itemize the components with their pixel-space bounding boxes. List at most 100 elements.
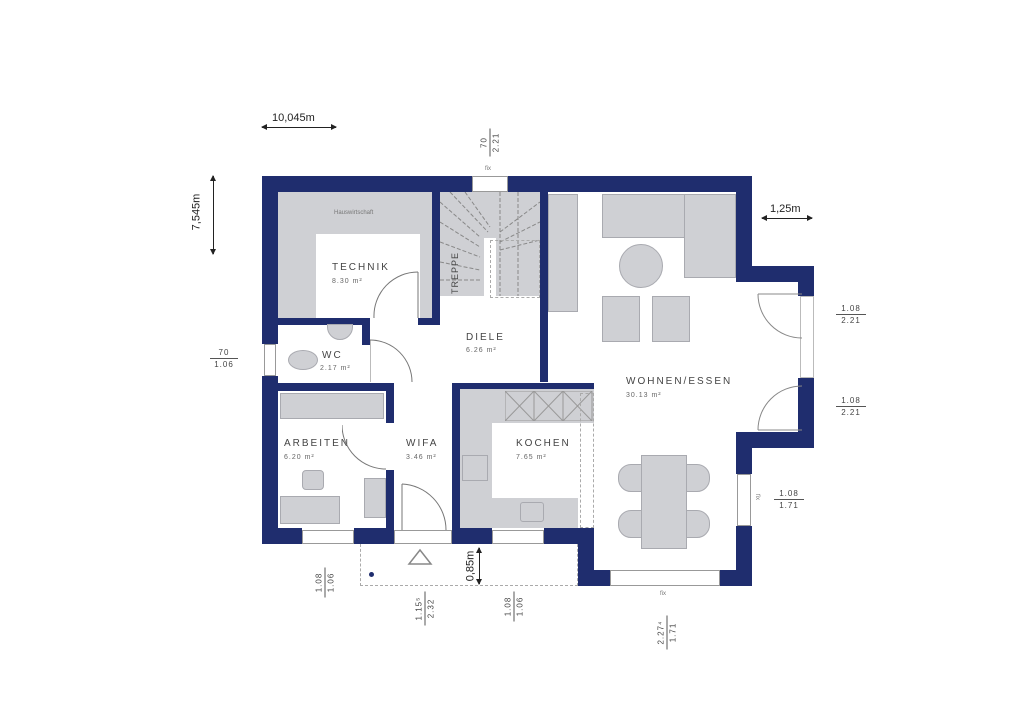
kitchen-island-outline (580, 393, 594, 528)
sink-icon (327, 324, 353, 340)
diele-stair-outline (490, 240, 540, 298)
wall-bottom-essen-left (578, 570, 610, 586)
room-area-wohnen-essen: 30.13 m² (626, 392, 662, 399)
wall-bottom-essen-right (720, 570, 752, 586)
desk (280, 496, 340, 524)
depth-dimension-arrow (210, 175, 216, 255)
wall-left-lower (262, 376, 278, 544)
dining-table (641, 455, 687, 549)
step-dimension-arrow (476, 547, 482, 585)
window-arbeiten-bottom[interactable] (302, 530, 354, 544)
entrance-porch-outline (360, 544, 578, 586)
door-swing-icon (373, 271, 419, 319)
wall-right-top (736, 176, 752, 276)
room-label-wohnen-essen: WOHNEN/ESSEN (626, 376, 733, 387)
dining-chair (684, 510, 710, 538)
depth-dimension-label: 7,545m (190, 193, 203, 231)
entrance-triangle-icon (407, 548, 433, 565)
shelf-unit (280, 393, 384, 419)
stove-icon (462, 455, 488, 481)
window-note-top-stair: fix (485, 166, 491, 172)
wall-bay-corner-top (798, 266, 814, 296)
room-area-wc: 2.17 m² (320, 365, 351, 372)
width-dimension-label: 10,045m (272, 112, 315, 124)
window-kochen-bottom[interactable] (492, 530, 544, 544)
light-fixture-icon (369, 572, 374, 577)
wall-top-left (262, 176, 472, 192)
window-note-right-lower: fix (754, 494, 760, 500)
wall-bay-top (736, 266, 814, 282)
wall-stair-right (540, 192, 548, 382)
wall-wc-right (362, 325, 370, 345)
room-label-diele: DIELE (466, 332, 505, 343)
entrance-door[interactable] (394, 530, 452, 544)
room-label-wifa: WIFA (406, 438, 439, 449)
room-area-wifa: 3.46 m² (406, 454, 437, 461)
wall-bottom-arbeiten (262, 528, 302, 544)
kitchen-sink-icon (520, 502, 544, 522)
wall-kochen-top (452, 383, 594, 389)
window-essen-bottom[interactable] (610, 570, 720, 586)
armchair-right (652, 296, 690, 342)
wall-bay-bottom (736, 432, 814, 448)
room-label-arbeiten: ARBEITEN (284, 438, 351, 449)
bay-dimension-label: 1,25m (770, 203, 801, 215)
sofa-chaise (684, 194, 736, 278)
wall-top-right (508, 176, 752, 192)
wall-technik-right (432, 192, 440, 324)
armchair-left (602, 296, 640, 342)
window-note-essen-bottom: fix (660, 591, 666, 597)
wall-wifa-left (386, 383, 394, 423)
stair-steps-icon (440, 192, 540, 296)
dining-chair (684, 464, 710, 492)
room-area-technik: 8.30 m² (332, 278, 363, 285)
window-top-stair[interactable] (472, 176, 508, 192)
step-dimension-label: 0,85m (464, 550, 477, 582)
wall-bottom-arbeiten-2 (354, 528, 394, 544)
wall-kochen-left (452, 386, 460, 544)
door-swing-icon (757, 385, 803, 431)
wall-technik-bottom (278, 318, 370, 325)
room-label-kochen: KOCHEN (516, 438, 571, 449)
wall-wifa-left-lower (386, 470, 394, 544)
wall-right-lower (736, 432, 752, 474)
room-area-kochen: 7.65 m² (516, 454, 547, 461)
room-area-arbeiten: 6.20 m² (284, 454, 315, 461)
technik-note: Hauswirtschaft (334, 210, 374, 216)
kitchen-cabinet-icon (505, 391, 593, 421)
sideboard (548, 194, 578, 312)
wall-bottom-wifa (452, 528, 492, 544)
dining-chair (618, 464, 644, 492)
window-right-lower[interactable] (737, 474, 751, 526)
window-wc-left[interactable] (264, 344, 276, 376)
entrance-door-swing-icon (401, 483, 447, 531)
room-label-technik: TECHNIK (332, 262, 390, 273)
coffee-table (619, 244, 663, 288)
cabinet (364, 478, 386, 518)
bay-dimension-arrow (761, 215, 813, 221)
wall-left-upper (262, 176, 278, 344)
kochen-floor (492, 423, 578, 498)
door-swing-icon (342, 424, 387, 470)
room-label-treppe: TREPPE (450, 251, 461, 295)
terrace-door-upper[interactable] (800, 296, 814, 378)
technik-floor (316, 234, 420, 318)
office-chair (302, 470, 324, 490)
toilet-icon (288, 350, 318, 370)
wall-bay-mid (798, 378, 814, 432)
wall-technik-bottom-2 (418, 318, 440, 325)
room-area-diele: 6.26 m² (466, 347, 497, 354)
room-label-wc: WC (322, 350, 343, 361)
door-swing-icon (757, 293, 803, 339)
door-swing-icon (370, 339, 413, 383)
wall-wc-bottom (278, 383, 392, 391)
width-dimension-arrow (261, 124, 337, 130)
